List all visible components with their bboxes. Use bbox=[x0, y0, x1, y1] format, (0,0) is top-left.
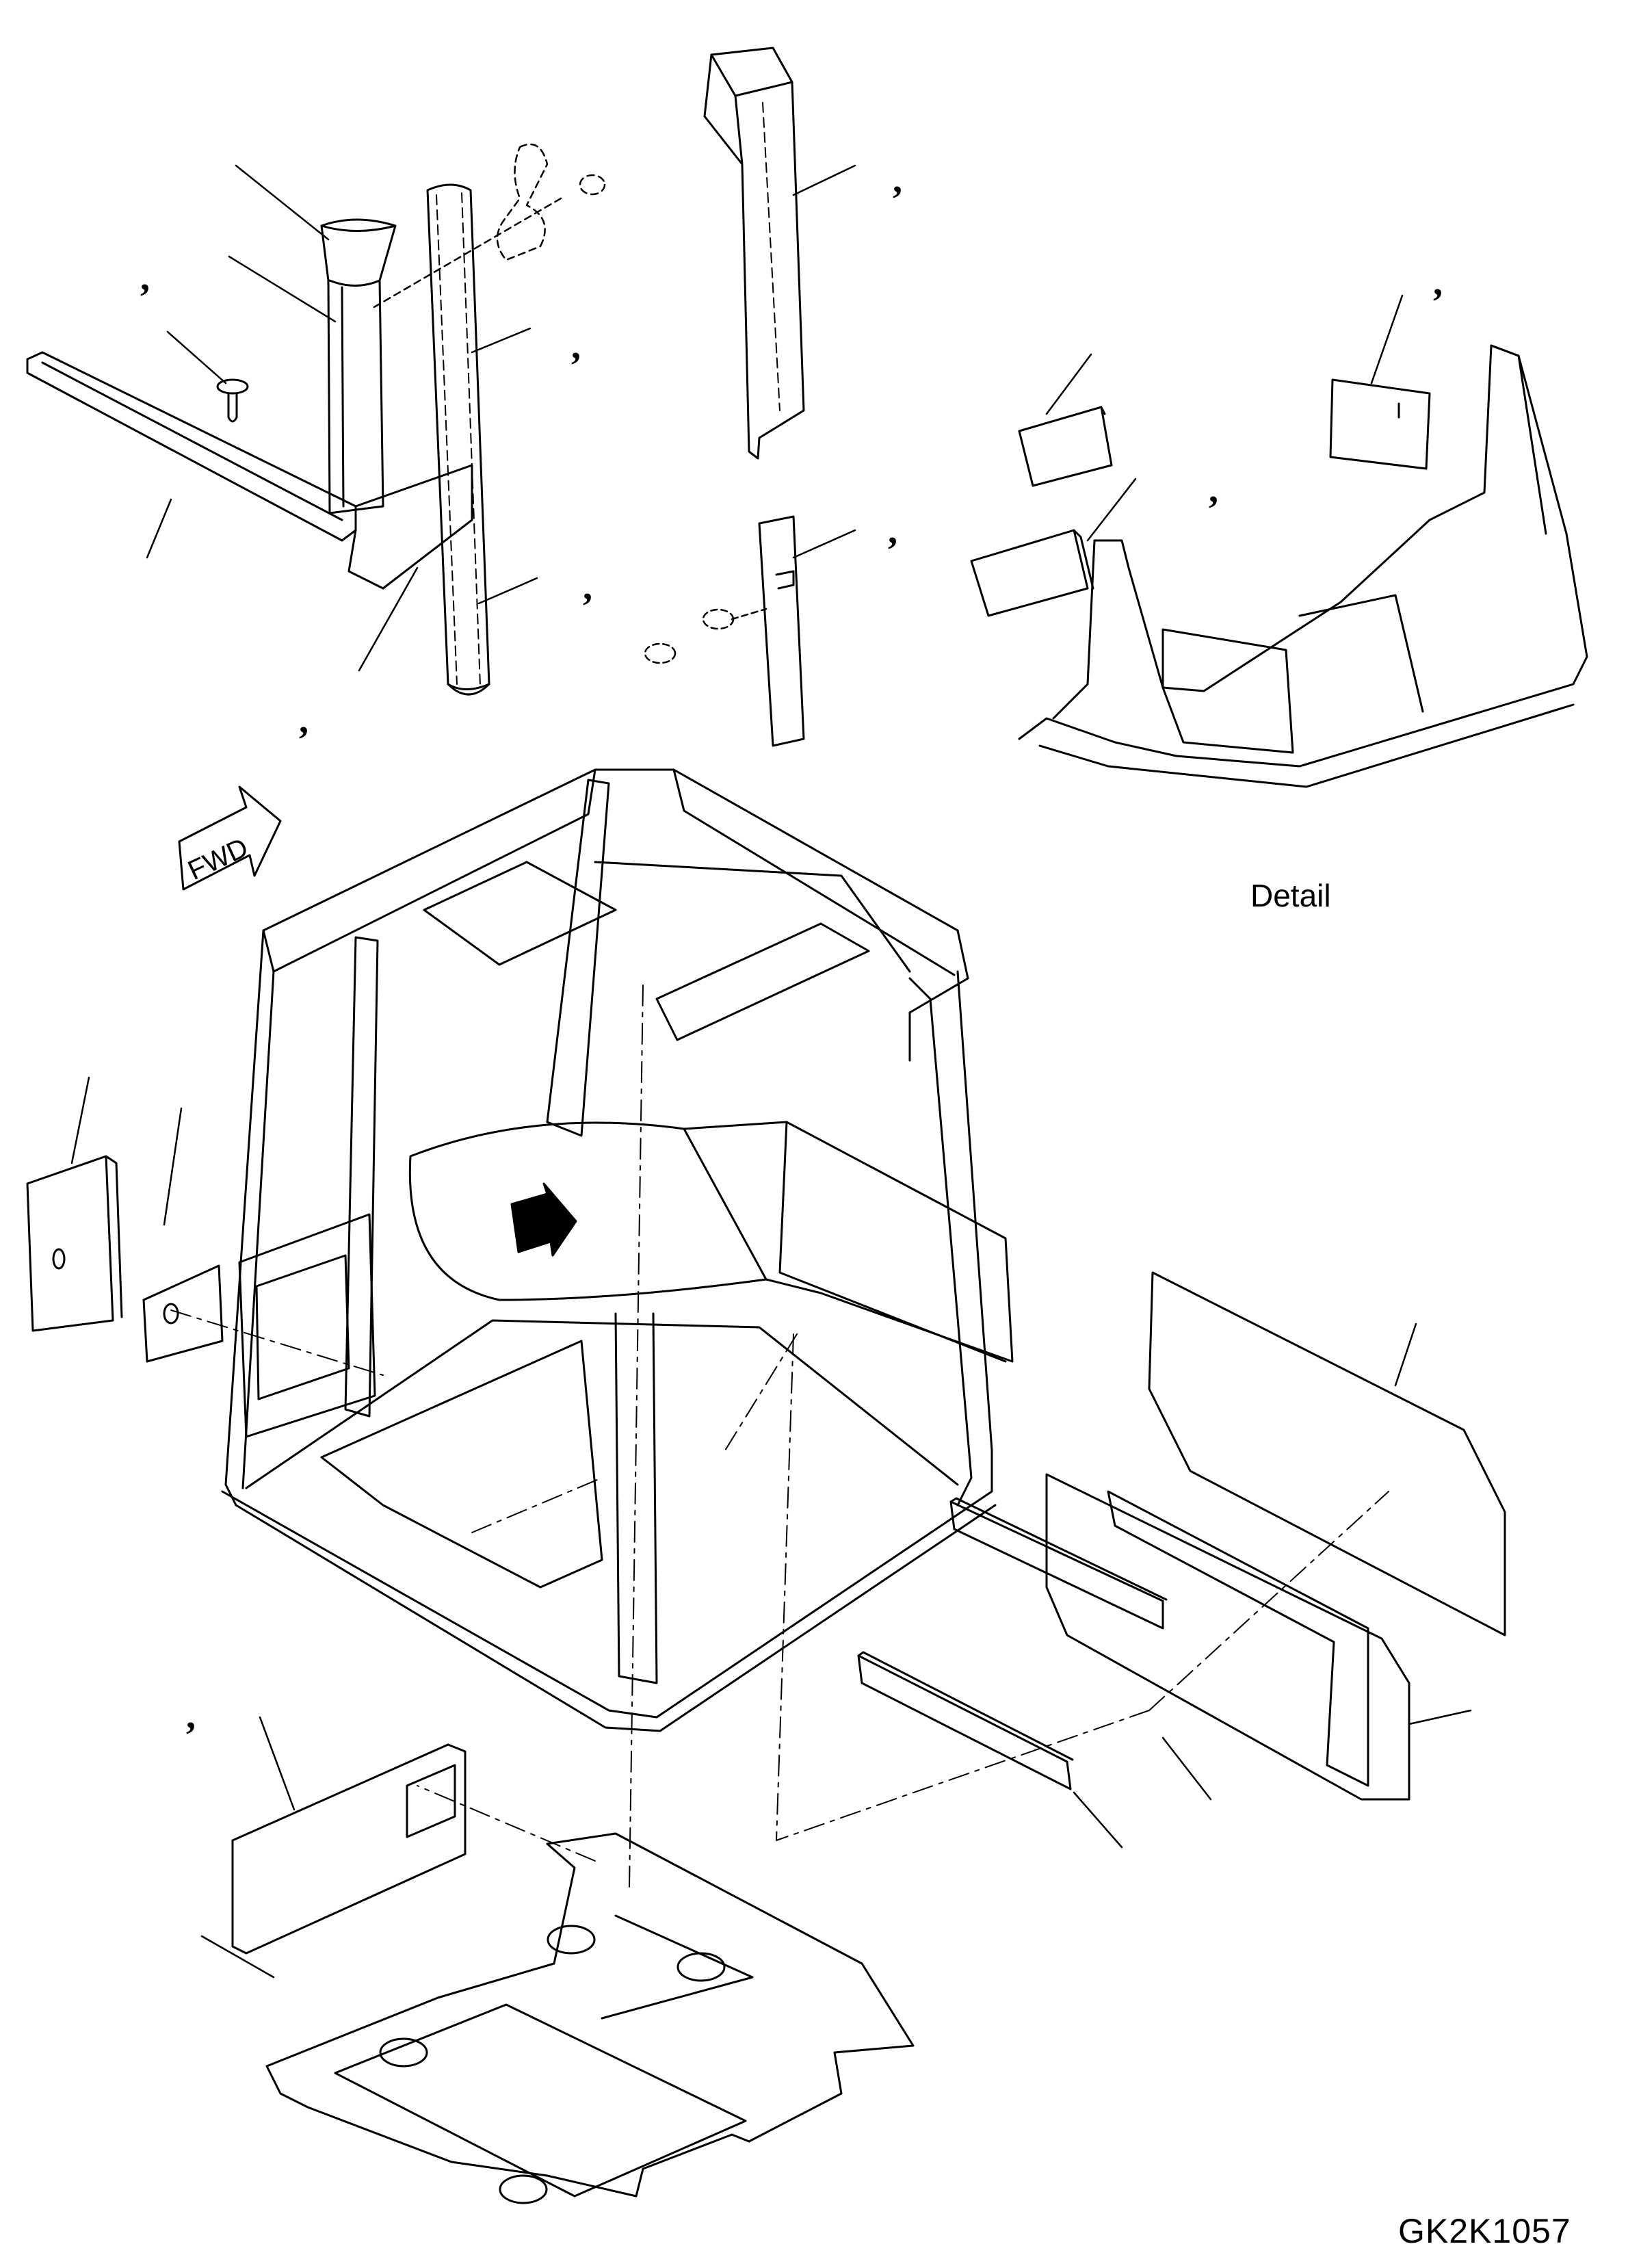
comma-mark: , bbox=[299, 699, 308, 742]
detail-label: Detail bbox=[1250, 878, 1331, 913]
comma-mark: , bbox=[583, 566, 592, 608]
comma-mark: , bbox=[893, 159, 902, 201]
leader-lines bbox=[70, 164, 1472, 1979]
drawing-number: GK2K1057 bbox=[1398, 2212, 1571, 2250]
right-panels bbox=[857, 1271, 1506, 1801]
bracket-plate bbox=[644, 515, 805, 747]
comma-mark: , bbox=[888, 510, 897, 552]
left-pads bbox=[26, 1155, 224, 1363]
floor-mat bbox=[231, 1743, 915, 2204]
comma-mark: , bbox=[140, 257, 150, 299]
fwd-text: FWD bbox=[183, 833, 252, 886]
vertical-duct-left bbox=[426, 183, 490, 696]
elbow-hose-hidden bbox=[371, 143, 606, 309]
cab-frame bbox=[170, 768, 1389, 1889]
detail-view bbox=[970, 344, 1588, 788]
fwd-arrow bbox=[178, 785, 282, 891]
comma-mark: , bbox=[186, 1695, 196, 1737]
comma-mark: , bbox=[571, 325, 581, 367]
comma-mark: , bbox=[1209, 469, 1218, 511]
front-trim-assembly bbox=[26, 218, 473, 590]
comma-mark: , bbox=[1433, 261, 1443, 304]
vertical-duct-right bbox=[703, 47, 805, 460]
